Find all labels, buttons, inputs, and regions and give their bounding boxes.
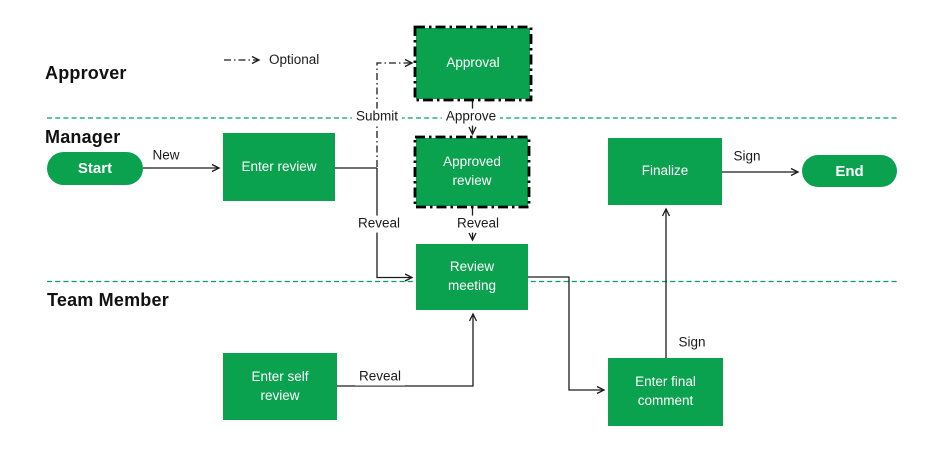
- legend-optional-label: Optional: [269, 52, 320, 67]
- node-enter-final-comment: Enter final comment: [608, 358, 723, 426]
- lane-label-approver: Approver: [45, 63, 127, 83]
- edge-label-reveal-self: Reveal: [354, 368, 406, 386]
- node-review-meeting: Review meeting: [416, 244, 528, 310]
- node-enter-review: Enter review: [223, 133, 335, 201]
- optional-arrow-icon: [224, 55, 261, 64]
- edge-submit-optional: [376, 58, 414, 167]
- edge-label-reveal-manager: Reveal: [353, 215, 405, 233]
- edge-label-approve: Approve: [441, 108, 501, 126]
- edge-label-submit: Submit: [351, 108, 403, 126]
- edge-label-reveal-approved: Reveal: [452, 215, 504, 233]
- edge-label-sign-finalize: Sign: [674, 334, 710, 352]
- edge-review-meeting-to-final-comment: [528, 276, 606, 395]
- legend-optional: Optional: [223, 52, 319, 67]
- node-end: End: [802, 155, 897, 187]
- node-enter-self-review: Enter self review: [223, 353, 337, 420]
- node-approval: Approval: [413, 25, 533, 102]
- node-approved-review: Approved review: [413, 135, 531, 209]
- lane-label-manager: Manager: [45, 127, 121, 147]
- edge-label-sign-end: Sign: [729, 148, 765, 166]
- edge-label-new: New: [148, 147, 184, 165]
- node-finalize: Finalize: [608, 138, 722, 205]
- lane-label-team-member: Team Member: [47, 290, 169, 310]
- node-start: Start: [47, 152, 143, 185]
- edge-junction-to-review-meeting: [376, 168, 414, 282]
- edge-self-review-to-review-meeting: [337, 312, 478, 387]
